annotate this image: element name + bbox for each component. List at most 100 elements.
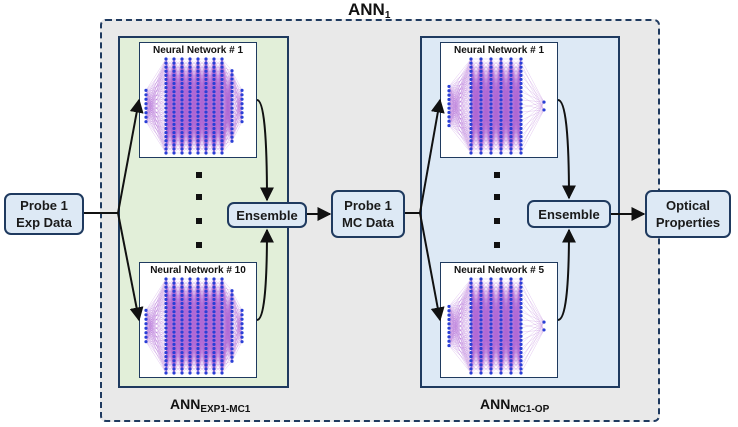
- nn-node: [509, 367, 513, 371]
- nn-node: [519, 151, 523, 155]
- arrow-nn10-to-ensemble-left: [256, 228, 274, 321]
- nn-node: [230, 77, 234, 81]
- ann-mc1-op-title-sub: MC1-OP: [510, 404, 550, 415]
- nn-node: [469, 289, 473, 293]
- nn-node: [479, 306, 483, 310]
- nn-node: [240, 111, 244, 115]
- nn-node: [519, 285, 523, 289]
- nn-node: [188, 350, 192, 355]
- nn-node: [519, 359, 523, 363]
- nn-node: [212, 94, 216, 98]
- nn-node: [489, 147, 493, 151]
- nn-node: [180, 334, 184, 338]
- nn-node: [220, 122, 224, 126]
- nn-node: [519, 143, 523, 147]
- nn-node: [204, 371, 208, 375]
- nn-node: [509, 73, 513, 77]
- nn-node: [230, 343, 234, 347]
- nn-node: [230, 314, 234, 318]
- nn-node: [479, 289, 483, 293]
- nn-node: [164, 139, 168, 143]
- nn-node: [196, 359, 200, 363]
- nn-node: [180, 277, 184, 281]
- arrow-nn1-to-ensemble-left: [256, 99, 274, 202]
- nn-node: [469, 322, 473, 326]
- nn-node: [519, 106, 523, 110]
- nn-node: [188, 90, 192, 94]
- nn-node: [188, 318, 192, 322]
- nn-node: [180, 106, 184, 110]
- nn-node: [469, 57, 473, 61]
- nn-node: [469, 102, 473, 106]
- nn-node: [212, 122, 216, 126]
- nn-node: [164, 285, 168, 289]
- nn-node: [220, 355, 224, 359]
- nn-node: [164, 289, 168, 293]
- ensemble-left-label: Ensemble: [236, 207, 298, 223]
- nn-node: [469, 371, 473, 375]
- nn-node: [230, 139, 234, 143]
- nn-node: [240, 326, 244, 330]
- nn-node: [196, 106, 200, 110]
- nn-node: [172, 281, 176, 285]
- nn-node: [172, 277, 176, 281]
- nn-node: [212, 135, 216, 139]
- nn-node: [204, 350, 208, 355]
- nn-node: [196, 363, 200, 367]
- nn-node: [479, 118, 483, 122]
- nn-node: [489, 350, 493, 355]
- nn-node: [220, 293, 224, 297]
- nn-node: [509, 334, 513, 338]
- nn-node: [220, 346, 224, 351]
- nn-node: [240, 308, 244, 312]
- nn-node: [230, 301, 234, 305]
- nn-node: [144, 88, 148, 92]
- nn-node: [204, 102, 208, 106]
- nn-node: [519, 322, 523, 326]
- nn-node: [489, 77, 493, 82]
- arrow-to-nn1-right: [419, 98, 445, 214]
- nn-node: [204, 77, 208, 82]
- nn-node: [479, 106, 483, 110]
- nn-node: [469, 110, 473, 114]
- middle-box-line1: Probe 1: [344, 198, 392, 213]
- nn-node: [230, 127, 234, 131]
- nn-node: [230, 135, 234, 139]
- nn-node: [220, 151, 224, 155]
- nn-node: [196, 297, 200, 302]
- nn-node: [180, 363, 184, 367]
- nn-node: [212, 110, 216, 114]
- nn-node: [188, 371, 192, 375]
- nn-node: [499, 122, 503, 126]
- nn-node: [519, 338, 523, 342]
- nn-node: [230, 293, 234, 297]
- nn-node: [499, 338, 503, 342]
- neural-network-5-right: Neural Network # 5: [440, 262, 558, 378]
- nn-node: [188, 118, 192, 122]
- nn-node: [212, 90, 216, 94]
- nn-node: [172, 143, 176, 147]
- nn-node: [180, 69, 184, 73]
- nn-node: [144, 331, 148, 335]
- nn-node: [220, 322, 224, 326]
- nn-node: [509, 61, 513, 65]
- nn-node: [188, 355, 192, 359]
- nn-node: [509, 371, 513, 375]
- nn-node: [212, 118, 216, 122]
- nn-node: [172, 126, 176, 131]
- nn-node: [204, 81, 208, 86]
- nn-node: [479, 371, 483, 375]
- nn-node: [499, 94, 503, 98]
- nn-node: [180, 338, 184, 342]
- nn-node: [196, 86, 200, 90]
- nn-node: [489, 277, 493, 281]
- nn-node: [172, 355, 176, 359]
- nn-node: [204, 322, 208, 326]
- nn-node: [519, 126, 523, 131]
- nn-node: [469, 334, 473, 338]
- nn-node: [479, 342, 483, 346]
- neural-network-graph: [447, 57, 546, 155]
- nn-node: [240, 313, 244, 317]
- nn-node: [519, 281, 523, 285]
- nn-node: [212, 65, 216, 69]
